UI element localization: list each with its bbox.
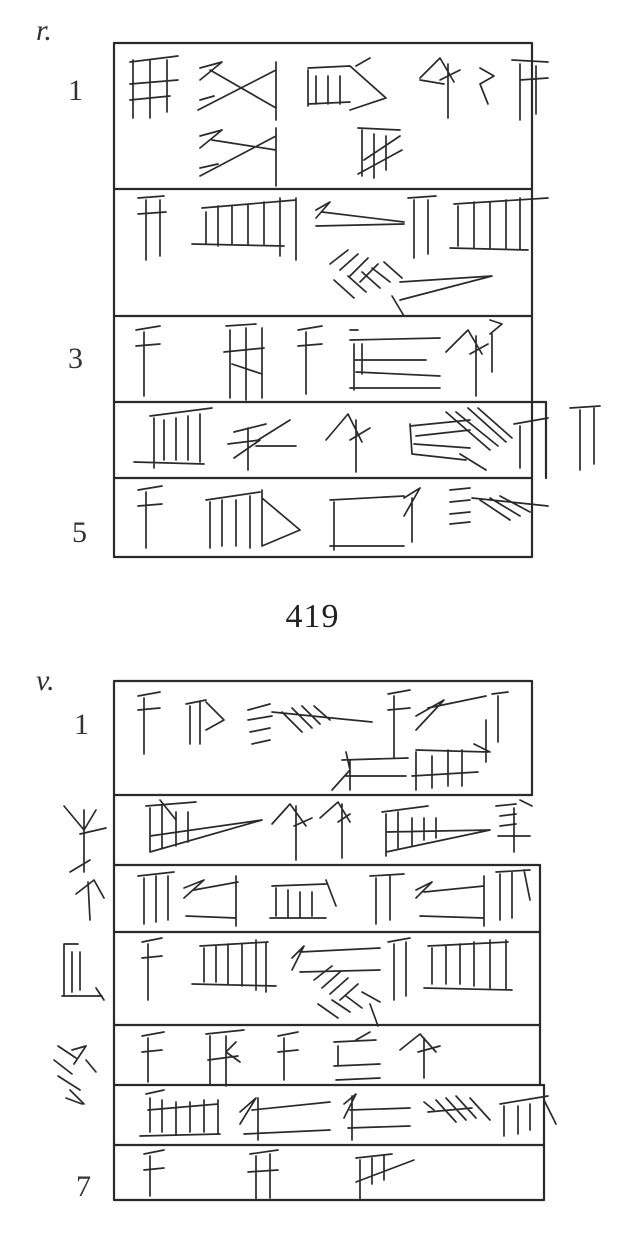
reverse-line-4-signs <box>133 405 601 473</box>
reverse-line-number-3: 3 <box>68 342 83 375</box>
obverse-line-2-signs <box>145 799 533 861</box>
reverse-tablet-frame <box>112 41 548 559</box>
catalog-number: 419 <box>285 598 340 635</box>
obverse-line-1-signs <box>137 689 509 791</box>
obverse-line-6-signs <box>139 1089 557 1141</box>
reverse-line-2-signs <box>137 195 549 317</box>
obverse-line-number-1: 1 <box>74 708 89 741</box>
left-edge-signs <box>53 805 107 1105</box>
obverse-line-4-signs <box>141 937 513 1027</box>
obverse-line-number-7: 7 <box>76 1170 91 1203</box>
reverse-line-5-signs <box>137 485 549 551</box>
reverse-line-1-signs <box>129 55 549 187</box>
obverse-line-3-signs <box>137 869 531 927</box>
reverse-line-number-5: 5 <box>72 516 87 549</box>
obverse-tablet-frame <box>112 679 546 1202</box>
reverse-line-number-1: 1 <box>68 74 83 107</box>
reverse-line-3-signs <box>135 319 503 401</box>
reverse-side-label: r. <box>36 14 52 47</box>
obverse-line-7-signs <box>143 1149 415 1201</box>
obverse-line-5-signs <box>141 1029 441 1087</box>
obverse-side-label: v. <box>36 664 55 697</box>
